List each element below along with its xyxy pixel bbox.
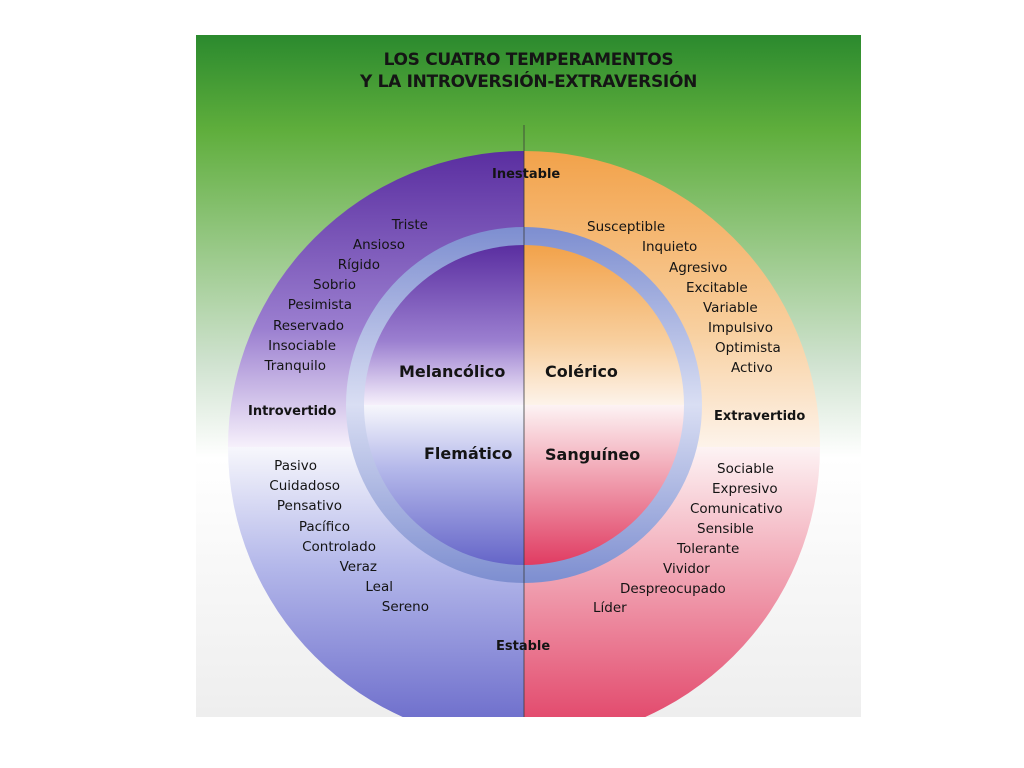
trait: Comunicativo [690, 501, 783, 517]
axis-label-inestable: Inestable [492, 167, 560, 182]
trait: Inquieto [642, 239, 697, 255]
trait: Veraz [340, 559, 377, 575]
trait: Sereno [382, 599, 429, 615]
inner-quadrant-flematico [364, 405, 524, 565]
trait: Sensible [697, 521, 754, 537]
trait: Pacífico [299, 519, 350, 535]
axis-label-estable: Estable [496, 639, 550, 654]
title-line-1: LOS CUATRO TEMPERAMENTOS [383, 50, 674, 70]
trait: Vividor [663, 561, 710, 577]
trait: Optimista [715, 340, 781, 356]
trait: Controlado [302, 539, 376, 555]
trait: Variable [703, 300, 758, 316]
trait: Activo [731, 360, 773, 376]
temperament-sanguineo: Sanguíneo [545, 445, 640, 464]
trait: Pesimista [288, 297, 352, 313]
trait: Rígido [338, 257, 380, 273]
temperament-colerico: Colérico [545, 362, 618, 381]
inner-quadrant-melancolico [364, 245, 524, 405]
title-line-2: Y LA INTROVERSIÓN-EXTRAVERSIÓN [359, 72, 698, 92]
diagram-title: LOS CUATRO TEMPERAMENTOS Y LA INTROVERSI… [196, 49, 861, 93]
temperament-flematico: Flemático [424, 444, 512, 463]
inner-quadrant-sanguineo [524, 405, 684, 565]
trait: Excitable [686, 280, 748, 296]
axis-label-introvertido: Introvertido [248, 404, 336, 419]
temperament-figure: LOS CUATRO TEMPERAMENTOS Y LA INTROVERSI… [196, 35, 861, 717]
trait: Pasivo [274, 458, 317, 474]
axis-label-extravertido: Extravertido [714, 409, 805, 424]
trait: Cuidadoso [269, 478, 340, 494]
temperament-wheel: Inestable Estable Introvertido Extravert… [228, 125, 820, 717]
traits-flematico: Pasivo Cuidadoso Pensativo Pacífico Cont… [269, 458, 429, 615]
trait: Pensativo [277, 498, 342, 514]
trait: Reservado [273, 318, 344, 334]
trait: Líder [593, 600, 627, 616]
inner-quadrant-colerico [524, 245, 684, 405]
temperament-melancolico: Melancólico [399, 362, 505, 381]
trait: Tolerante [676, 541, 739, 557]
trait: Leal [365, 579, 393, 595]
trait: Expresivo [712, 481, 778, 497]
traits-sanguineo: Sociable Expresivo Comunicativo Sensible… [593, 461, 783, 616]
trait: Tranquilo [263, 358, 326, 374]
trait: Ansioso [353, 237, 405, 253]
traits-colerico: Susceptible Inquieto Agresivo Excitable … [587, 219, 781, 376]
traits-melancolico: Triste Ansioso Rígido Sobrio Pesimista R… [263, 217, 428, 374]
trait: Despreocupado [620, 581, 726, 597]
trait: Sociable [717, 461, 774, 477]
trait: Sobrio [313, 277, 356, 293]
trait: Triste [391, 217, 428, 233]
trait: Insociable [268, 338, 336, 354]
trait: Susceptible [587, 219, 665, 235]
trait: Agresivo [669, 260, 727, 276]
trait: Impulsivo [708, 320, 773, 336]
